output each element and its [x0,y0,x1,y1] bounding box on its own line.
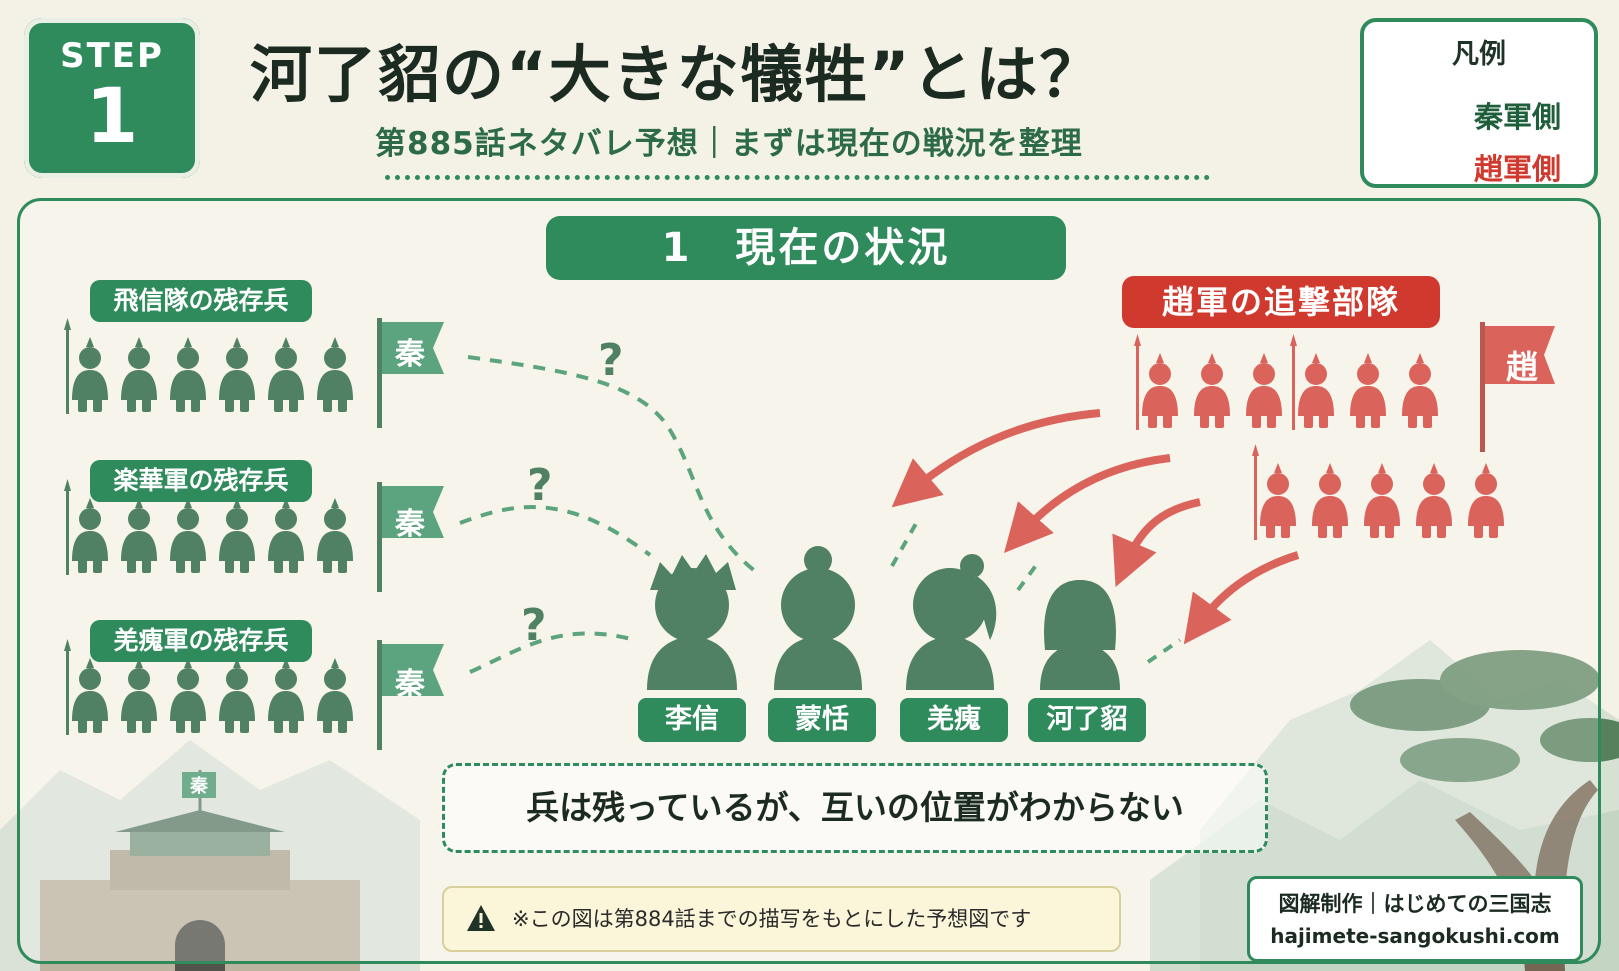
zhao-soldier-2-2 [1312,463,1348,538]
qin-soldier-1-4 [219,337,255,412]
attack-arrow-4 [1183,551,1300,645]
legend-item-label: 趙軍側 [1474,152,1562,186]
zhao-soldier-2-1 [1252,444,1296,540]
qin-soldier-1-2 [121,337,157,412]
qin-soldier-1-3 [170,337,206,412]
zhao-soldier-1-2 [1194,353,1230,428]
link-line-1 [467,355,762,577]
qin-soldier-2-3 [170,498,206,573]
legend-title: 凡例 [1452,39,1506,70]
credit-box: 図解制作｜はじめての三国志 hajimete-sangokushi.com [1247,876,1583,962]
step-number: 1 [85,71,139,160]
character-bust-meng-tian [774,546,862,690]
qin-soldier-2-6 [317,498,353,573]
legend-item-label: 秦軍側 [1474,100,1562,134]
castle-flag-text: 秦 [189,775,209,797]
qin-soldier-3-3 [170,658,206,733]
attack-arrow-3 [1112,498,1201,588]
qin-group-label-3: 羌瘣軍の残存兵 [90,620,312,662]
qin-flag-text-3: 秦 [394,667,426,702]
character-bust-ten [1040,580,1120,690]
attack-arrow-1 [891,409,1101,508]
link-line-2 [459,505,652,557]
zhao-pursuit-label: 趙軍の追撃部隊 [1122,276,1440,328]
warning-icon [467,905,495,931]
step-badge: STEP 1 [24,18,200,178]
character-bust-li-xin [647,554,737,690]
name-tag-li-xin: 李信 [638,698,746,742]
subtitle-divider [385,175,1210,180]
zhao-soldier-2-4 [1416,463,1452,538]
page-title: 河了貂の“大きな犠牲”とは？ [250,38,1104,111]
qin-soldier-3-2 [121,658,157,733]
soldier-layer [64,318,1555,750]
qin-soldier-2-2 [121,498,157,573]
qin-soldier-3-1 [64,639,108,735]
qin-soldier-2-1 [64,479,108,575]
link-line-5 [1016,558,1042,592]
zhao-soldier-1-3 [1246,353,1282,428]
credit-url[interactable]: hajimete-sangokushi.com [1270,924,1560,948]
question-mark-1: ? [598,335,624,386]
qin-soldier-1-5 [268,337,304,412]
question-mark-3: ? [521,600,547,651]
qin-flag-2 [377,482,444,592]
section-title: 1 現在の状況 [546,216,1066,280]
summary-box: 兵は残っているが、互いの位置がわからない [442,763,1268,853]
qin-flag-1 [377,318,444,428]
zhao-soldier-1-4 [1290,334,1334,430]
character-bust-kyokai [906,554,997,690]
zhao-soldier-1-6 [1402,353,1438,428]
zhao-soldier-1-5 [1350,353,1386,428]
zhao-flag-text: 趙 [1506,348,1538,386]
note-text: ※この図は第884話までの描写をもとにした予想図です [512,907,1032,931]
qin-soldier-1-1 [64,318,108,414]
castle: 秦 [40,770,360,971]
page-subtitle: 第885話ネタバレ予想｜まずは現在の戦況を整理 [375,126,1083,162]
legend-box: 凡例 秦軍側 趙軍側 [1360,18,1598,188]
step-label: STEP [60,36,164,76]
zhao-soldier-2-5 [1468,463,1504,538]
qin-flag-text-1: 秦 [394,337,426,372]
question-mark-2: ? [527,460,553,511]
link-line-4 [890,519,920,567]
qin-group-label-1: 飛信隊の残存兵 [90,280,312,322]
qin-soldier-1-6 [317,337,353,412]
zhao-flag [1480,322,1555,452]
name-tag-ten: 河了貂 [1028,698,1146,742]
qin-group-label-2: 楽華軍の残存兵 [90,460,312,502]
qin-soldier-3-6 [317,658,353,733]
qin-soldier-3-4 [219,658,255,733]
qin-flag-3 [377,640,444,750]
note-box: ※この図は第884話までの描写をもとにした予想図です [442,886,1121,952]
qin-soldier-3-5 [268,658,304,733]
qin-flag-text-2: 秦 [394,507,426,542]
zhao-soldier-2-3 [1364,463,1400,538]
name-tag-kyokai: 羌瘣 [900,698,1008,742]
credit-line-1: 図解制作｜はじめての三国志 [1278,892,1552,916]
link-line-6 [1146,638,1182,664]
zhao-soldier-1-1 [1134,334,1178,430]
attack-arrow-2 [1004,454,1171,553]
qin-soldier-2-4 [219,498,255,573]
qin-soldier-2-5 [268,498,304,573]
name-tag-meng-tian: 蒙恬 [768,698,876,742]
